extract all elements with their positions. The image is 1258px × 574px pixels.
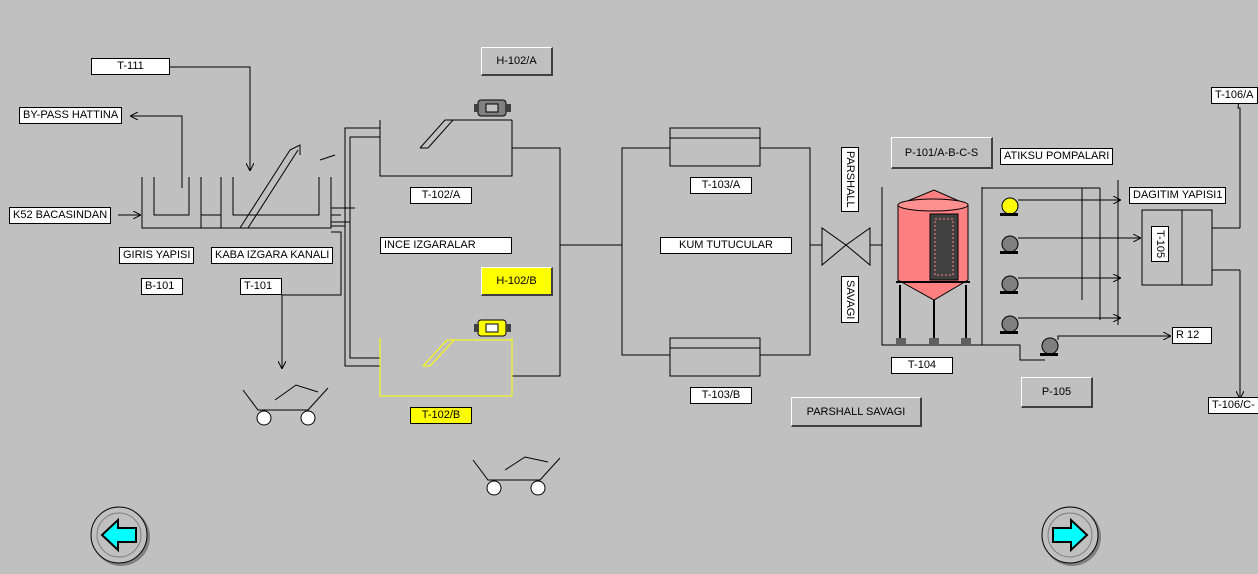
label-t105: T-105 bbox=[1151, 226, 1169, 263]
pump-2-icon bbox=[1000, 235, 1019, 254]
label-t103b: T-103/B bbox=[690, 387, 752, 404]
label-r12: R 12 bbox=[1172, 327, 1212, 344]
t105-distribution-box bbox=[1141, 209, 1213, 286]
t104-tank bbox=[896, 189, 971, 346]
label-t111: T-111 bbox=[91, 58, 170, 75]
label-bypass: BY-PASS HATTINA bbox=[19, 107, 123, 124]
label-parshall-vertical: PARSHALL bbox=[841, 147, 859, 212]
t103a-tank bbox=[669, 127, 761, 167]
parshall-savagi-button[interactable]: PARSHALL SAVAGI bbox=[791, 397, 922, 427]
kum-inlet-bottom bbox=[621, 245, 670, 356]
pump-1-icon bbox=[1000, 197, 1019, 216]
parshall-flume bbox=[821, 227, 871, 267]
label-giris-yapisi: GIRIS YAPISI bbox=[119, 247, 195, 264]
t102a-channel bbox=[379, 119, 513, 177]
screenings-cart-1 bbox=[242, 384, 329, 411]
label-ince-izgaralar: INCE IZGARALAR bbox=[380, 237, 512, 254]
pump-3-icon bbox=[1000, 275, 1019, 294]
label-k52: K52 BACASINDAN bbox=[9, 207, 112, 224]
label-t104: T-104 bbox=[891, 357, 953, 374]
label-kaba-izgara: KABA IZGARA KANALI bbox=[211, 247, 334, 264]
h102a-button[interactable]: H-102/A bbox=[481, 47, 553, 76]
label-atiksu-pompalari: ATIKSU POMPALARI bbox=[1000, 148, 1114, 165]
forward-nav-graphic bbox=[1041, 506, 1101, 566]
label-t103a: T-103/A bbox=[690, 177, 752, 194]
label-savagi-vertical: SAVAGI bbox=[841, 276, 859, 324]
kum-inlet-top bbox=[621, 147, 670, 245]
p101-button[interactable]: P-101/A-B-C-S bbox=[891, 137, 993, 169]
kaba-izgara-kanali bbox=[220, 144, 336, 229]
label-t102a: T-102/A bbox=[410, 187, 472, 204]
t103b-tank bbox=[669, 337, 761, 377]
back-nav-graphic bbox=[90, 506, 150, 566]
forward-button[interactable] bbox=[1042, 507, 1098, 563]
screenings-cart-2 bbox=[472, 456, 561, 481]
pump-4-icon bbox=[1000, 315, 1019, 334]
back-button[interactable] bbox=[91, 507, 147, 563]
label-kum-tutucular: KUM TUTUCULAR bbox=[660, 237, 792, 254]
label-t106a: T-106/A bbox=[1211, 87, 1258, 104]
t102b-channel bbox=[379, 338, 513, 397]
bypass-flow-line bbox=[131, 116, 183, 188]
screen-motor-a bbox=[474, 99, 511, 117]
p105-button[interactable]: P-105 bbox=[1021, 377, 1093, 408]
h102b-button[interactable]: H-102/B bbox=[481, 267, 553, 296]
label-t101: T-101 bbox=[240, 278, 282, 295]
label-dagitim-yapisi: DAGITIM YAPISI1 bbox=[1129, 187, 1227, 204]
giris-yapisi-basin bbox=[141, 177, 202, 229]
label-t102b: T-102/B bbox=[410, 407, 472, 424]
pump-p105-icon bbox=[1040, 337, 1059, 356]
label-t106c: T-106/C- bbox=[1208, 397, 1258, 414]
screen-motor-b bbox=[474, 319, 511, 337]
label-b101: B-101 bbox=[141, 278, 183, 295]
t111-flow-line bbox=[170, 66, 250, 170]
